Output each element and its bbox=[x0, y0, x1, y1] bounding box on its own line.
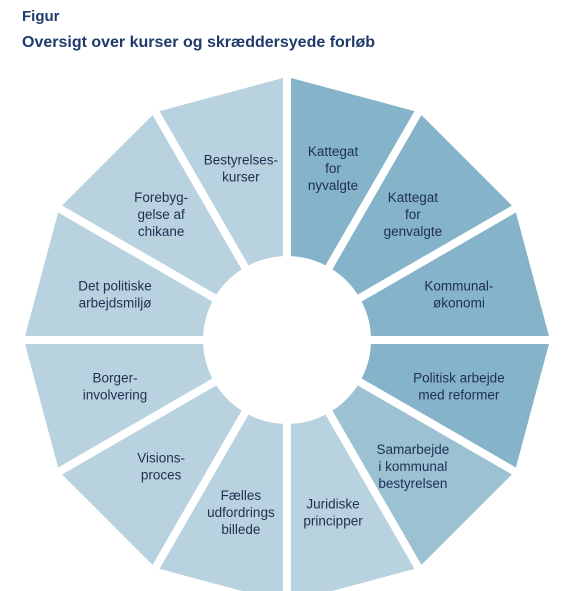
segment-label-8: Visions-proces bbox=[137, 450, 185, 482]
center-circle bbox=[207, 260, 367, 420]
segment-label-9: Borger-involvering bbox=[83, 371, 148, 403]
segment-12 bbox=[159, 78, 284, 266]
segment-11 bbox=[62, 115, 242, 295]
figure-title: Oversigt over kurser og skræddersyede fo… bbox=[22, 34, 376, 51]
segment-6 bbox=[290, 414, 415, 591]
segment-label-3: Kommunal-økonomi bbox=[424, 278, 493, 310]
segment-2 bbox=[332, 115, 512, 295]
segment-8 bbox=[62, 385, 242, 565]
segment-label-12: Bestyrelses-kurser bbox=[204, 153, 278, 185]
segment-9 bbox=[25, 343, 213, 468]
segment-7 bbox=[159, 414, 284, 591]
segment-1 bbox=[290, 78, 415, 266]
figure-label: Figur bbox=[22, 8, 60, 25]
segment-10 bbox=[25, 212, 213, 337]
segment-3 bbox=[361, 212, 549, 337]
segment-5 bbox=[332, 385, 512, 565]
segment-4 bbox=[361, 343, 549, 468]
